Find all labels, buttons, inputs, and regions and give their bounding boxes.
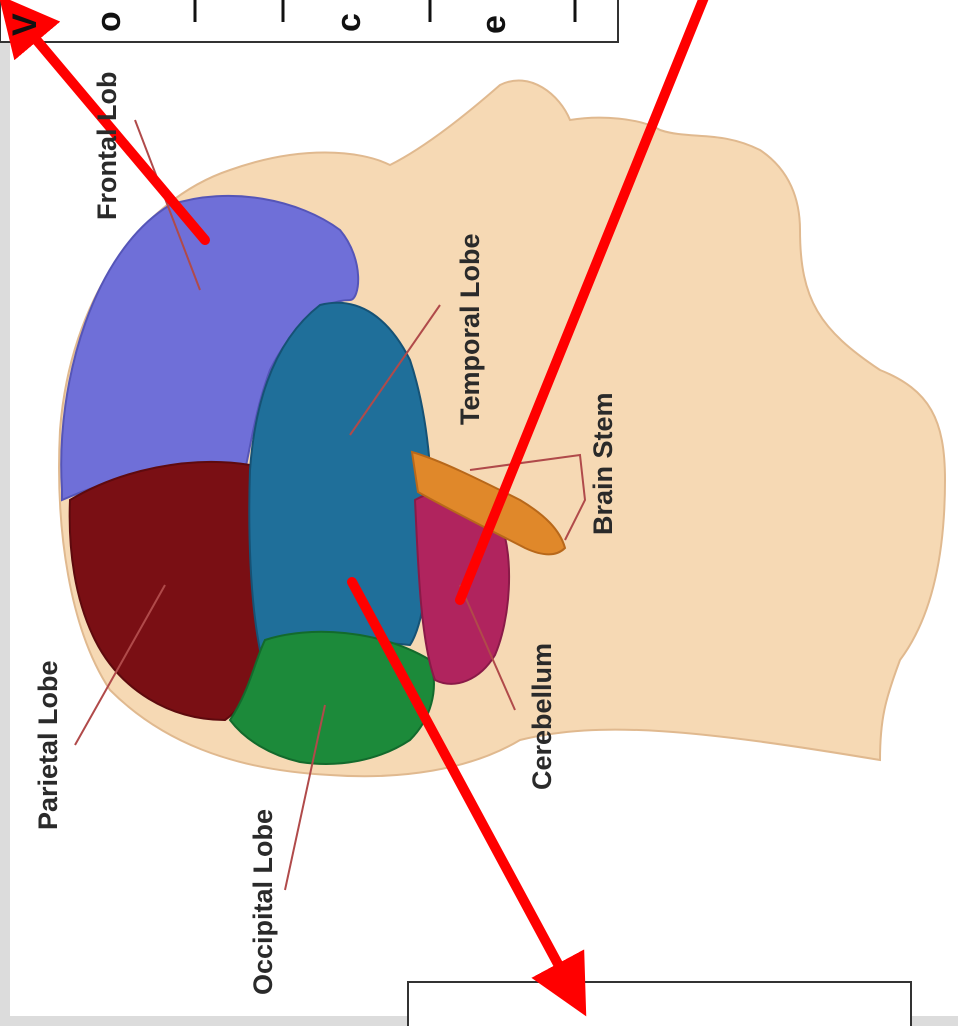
cerebellum-label: Cerebellum <box>527 643 558 790</box>
left-scrollbar-strip <box>0 40 10 1026</box>
occipital-lobe-label: Occipital Lobe <box>248 809 279 995</box>
top-box-fragment-4: e <box>475 15 514 34</box>
top-box-fragment-1: V <box>6 13 45 36</box>
frontal-lobe-label: Frontal Lob <box>92 72 123 220</box>
top-box-fragment-2: o <box>90 11 129 32</box>
parietal-lobe-label: Parietal Lobe <box>33 660 64 830</box>
bottom-answer-box <box>408 982 911 1026</box>
brain-stem-label: Brain Stem <box>588 392 619 535</box>
occipital-lobe-region <box>230 632 434 764</box>
temporal-lobe-label: Temporal Lobe <box>455 233 486 425</box>
top-box-fragment-3: c <box>330 13 369 32</box>
